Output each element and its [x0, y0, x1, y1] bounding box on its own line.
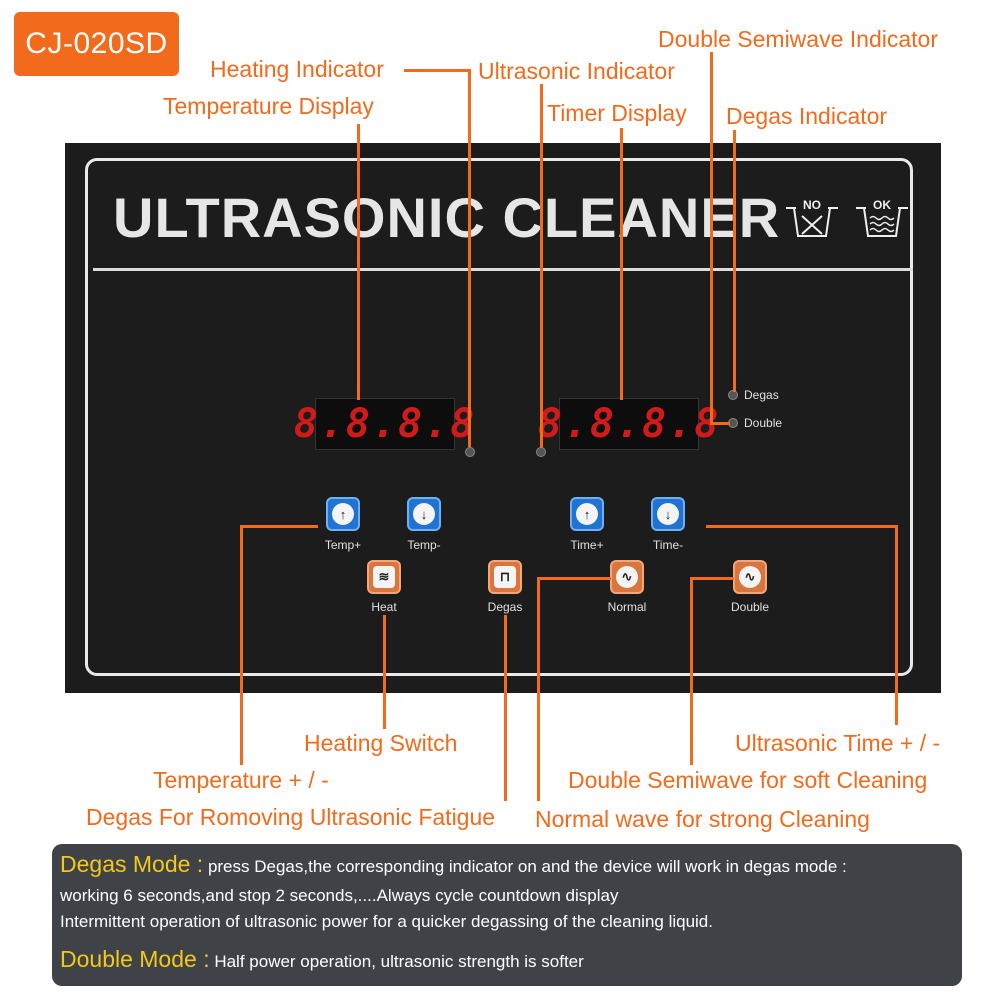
- time-plus-button[interactable]: ↑: [570, 497, 604, 531]
- arrow-up-icon: ↑: [576, 503, 598, 525]
- double-button[interactable]: ∿: [733, 560, 767, 594]
- leader-timer: [620, 128, 623, 400]
- leader-double-h: [710, 422, 730, 425]
- callout-double-semiwave-indicator: Double Semiwave Indicator: [658, 26, 938, 52]
- callout-heating-indicator: Heating Indicator: [210, 56, 384, 82]
- time-plus-label: Time+: [570, 538, 604, 552]
- callout-heating-switch: Heating Switch: [304, 730, 458, 756]
- panel-frame: [85, 158, 913, 676]
- time-minus-button[interactable]: ↓: [651, 497, 685, 531]
- panel-divider: [93, 268, 913, 271]
- double-label: Double: [730, 600, 770, 614]
- leader-temp-pm-h: [240, 525, 318, 528]
- temp-minus-button[interactable]: ↓: [407, 497, 441, 531]
- callout-ultrasonic-time-pm: Ultrasonic Time + / -: [735, 730, 941, 756]
- ultrasonic-indicator-led: [536, 447, 546, 457]
- leader-double-v: [710, 52, 713, 425]
- wave-icon: ∿: [616, 566, 638, 588]
- heating-indicator-led: [465, 447, 475, 457]
- leader-degas: [733, 130, 736, 392]
- leader-heating-h: [404, 69, 470, 72]
- leader-normal-h: [537, 577, 611, 580]
- temperature-display: 8.8.8.8: [294, 398, 474, 450]
- temp-plus-label: Temp+: [324, 538, 362, 552]
- arrow-up-icon: ↑: [332, 503, 354, 525]
- callout-temperature-pm: Temperature + / -: [153, 767, 329, 793]
- leader-degas-v: [504, 615, 507, 801]
- temp-plus-button[interactable]: ↑: [326, 497, 360, 531]
- ok-label: OK: [873, 198, 891, 212]
- leader-heating-v: [468, 69, 471, 447]
- leader-temp-display: [357, 124, 360, 400]
- control-panel: [65, 143, 941, 693]
- leader-double-sw-h: [690, 577, 734, 580]
- callout-timer-display: Timer Display: [547, 100, 687, 126]
- callout-degas-indicator: Degas Indicator: [726, 103, 888, 129]
- timer-display: 8.8.8.8: [538, 398, 718, 450]
- mode-notes-box: [52, 844, 962, 986]
- heat-label: Heat: [371, 600, 397, 614]
- degas-mode-line1: Degas Mode : press Degas,the correspondi…: [60, 851, 847, 878]
- pulse-icon: ⊓: [494, 566, 516, 588]
- heat-button[interactable]: ≋: [367, 560, 401, 594]
- degas-led-label: Degas: [744, 388, 779, 402]
- arrow-down-icon: ↓: [413, 503, 435, 525]
- leader-ultrasonic: [540, 84, 543, 448]
- normal-button[interactable]: ∿: [610, 560, 644, 594]
- model-badge: CJ-020SD: [14, 12, 179, 76]
- panel-title: ULTRASONIC CLEANER: [113, 186, 781, 249]
- degas-label: Degas: [487, 600, 523, 614]
- no-label: NO: [803, 198, 821, 212]
- double-led-label: Double: [744, 416, 783, 430]
- heat-icon: ≋: [373, 566, 395, 588]
- degas-mode-heading: Degas Mode :: [60, 851, 204, 877]
- leader-time-pm-v: [895, 525, 898, 725]
- callout-temperature-display: Temperature Display: [163, 93, 374, 119]
- callout-normal-wave-strong: Normal wave for strong Cleaning: [535, 806, 870, 832]
- degas-mode-line3: Intermittent operation of ultrasonic pow…: [60, 912, 713, 931]
- normal-label: Normal: [607, 600, 647, 614]
- ok-basin-icon: OK: [852, 196, 912, 246]
- degas-mode-line2: working 6 seconds,and stop 2 seconds,...…: [60, 886, 619, 905]
- degas-button[interactable]: ⊓: [488, 560, 522, 594]
- double-mode-text: Half power operation, ultrasonic strengt…: [214, 952, 584, 971]
- no-basin-icon: NO: [782, 196, 842, 246]
- time-minus-label: Time-: [652, 538, 684, 552]
- double-mode-line: Double Mode : Half power operation, ultr…: [60, 946, 584, 973]
- wave-icon: ∿: [739, 566, 761, 588]
- leader-double-sw-v: [690, 577, 693, 765]
- leader-temp-pm-v: [240, 525, 243, 765]
- degas-mode-text1: press Degas,the corresponding indicator …: [207, 857, 847, 876]
- callout-double-semiwave-soft: Double Semiwave for soft Cleaning: [568, 767, 928, 793]
- callout-degas-fatigue: Degas For Romoving Ultrasonic Fatigue: [86, 804, 496, 830]
- callout-ultrasonic-indicator: Ultrasonic Indicator: [478, 58, 675, 84]
- double-mode-heading: Double Mode :: [60, 946, 210, 972]
- arrow-down-icon: ↓: [657, 503, 679, 525]
- leader-normal-v: [537, 577, 540, 801]
- leader-heat-v: [383, 615, 386, 729]
- leader-time-pm-h: [706, 525, 898, 528]
- temp-minus-label: Temp-: [407, 538, 441, 552]
